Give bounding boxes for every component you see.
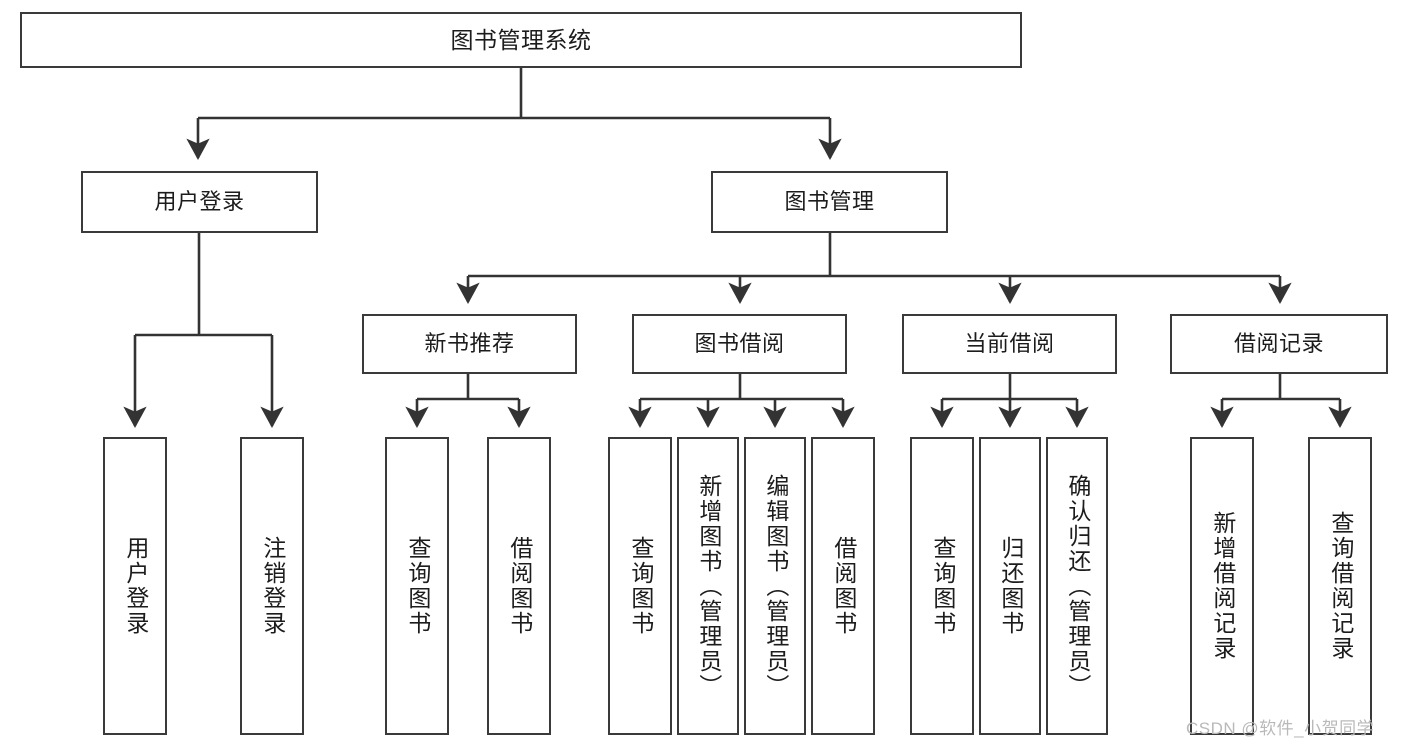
node-new-book-recommend[interactable]: 新书推荐 <box>362 314 577 374</box>
node-root-system[interactable]: 图书管理系统 <box>20 12 1022 68</box>
node-label: 借阅图书 <box>830 536 857 636</box>
node-leaf-borrow-book-2[interactable]: 借阅图书 <box>811 437 875 735</box>
node-current-borrow[interactable]: 当前借阅 <box>902 314 1117 374</box>
node-leaf-confirm-return[interactable]: 确认归还（管理员） <box>1046 437 1108 735</box>
node-leaf-edit-book[interactable]: 编辑图书（管理员） <box>744 437 806 735</box>
node-borrow-record[interactable]: 借阅记录 <box>1170 314 1388 374</box>
node-leaf-query-record[interactable]: 查询借阅记录 <box>1308 437 1372 735</box>
node-leaf-query-book-3[interactable]: 查询图书 <box>910 437 974 735</box>
node-label: 编辑图书（管理员） <box>762 473 789 699</box>
node-leaf-borrow-book-1[interactable]: 借阅图书 <box>487 437 551 735</box>
node-book-manage[interactable]: 图书管理 <box>711 171 948 233</box>
node-label: 借阅记录 <box>1233 331 1324 357</box>
node-label: 借阅图书 <box>506 536 533 636</box>
node-leaf-add-record[interactable]: 新增借阅记录 <box>1190 437 1254 735</box>
node-label: 新书推荐 <box>424 331 515 357</box>
node-leaf-user-login[interactable]: 用户登录 <box>103 437 167 735</box>
node-label: 当前借阅 <box>964 331 1055 357</box>
node-leaf-query-book-2[interactable]: 查询图书 <box>608 437 672 735</box>
node-leaf-query-book-1[interactable]: 查询图书 <box>385 437 449 735</box>
node-label: 用户登录 <box>154 189 245 215</box>
node-leaf-add-book[interactable]: 新增图书（管理员） <box>677 437 739 735</box>
node-label: 查询借阅记录 <box>1327 511 1354 661</box>
node-label: 图书管理系统 <box>450 26 592 53</box>
node-label: 注销登录 <box>259 536 286 636</box>
node-label: 图书借阅 <box>694 331 785 357</box>
node-label: 用户登录 <box>122 536 149 636</box>
node-label: 图书管理 <box>784 189 875 215</box>
watermark-text: CSDN @软件_小贺同学 <box>1186 719 1375 738</box>
node-label: 新增图书（管理员） <box>695 473 722 699</box>
node-leaf-user-logout[interactable]: 注销登录 <box>240 437 304 735</box>
node-book-borrow[interactable]: 图书借阅 <box>632 314 847 374</box>
node-label: 新增借阅记录 <box>1209 511 1236 661</box>
node-label: 归还图书 <box>997 536 1024 636</box>
node-label: 查询图书 <box>929 536 956 636</box>
node-label: 确认归还（管理员） <box>1064 473 1091 699</box>
node-label: 查询图书 <box>404 536 431 636</box>
node-label: 查询图书 <box>627 536 654 636</box>
node-user-login[interactable]: 用户登录 <box>81 171 318 233</box>
node-leaf-return-book[interactable]: 归还图书 <box>979 437 1041 735</box>
